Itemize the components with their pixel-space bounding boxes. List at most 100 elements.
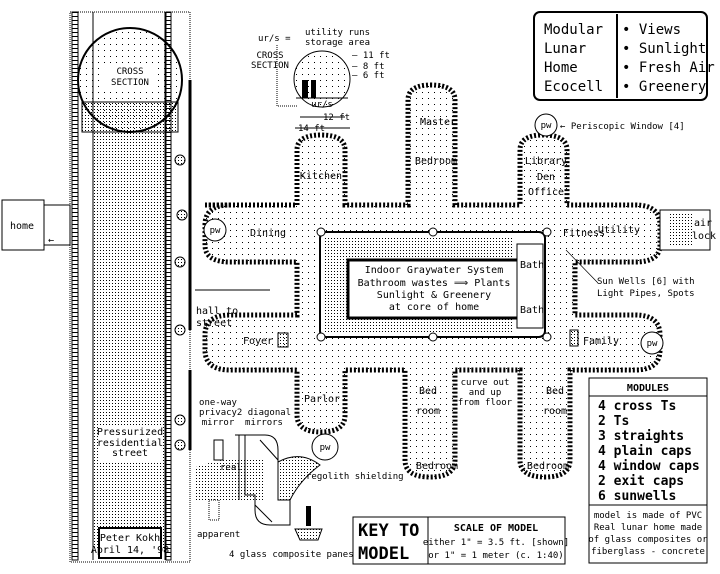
core-text: at core of home (389, 302, 479, 313)
room-library: Library (525, 156, 567, 167)
feature-item: • Sunlight (622, 41, 706, 57)
key-title: KEY TO (358, 521, 419, 541)
panes-label: 4 glass composite panes (229, 550, 354, 560)
street-cross-section-label: SECTION (111, 78, 149, 88)
signature: Peter Kokh (100, 533, 160, 544)
module-item: 4 plain caps (598, 444, 692, 459)
room-bedroom-right: Bedroom (527, 461, 569, 472)
one-way-mirror-label: mirror (202, 418, 235, 428)
hall-label: street (196, 318, 232, 329)
diagonal-mirrors-label: mirrors (245, 418, 283, 428)
room-bed-left: room (416, 406, 440, 417)
room-foyer: Foyer (243, 336, 273, 347)
scale-line: or 1" = 1 meter (c. 1:40) (428, 551, 563, 561)
modules-note: fiberglass - concrete (591, 547, 705, 557)
height-mark: — 8 ft (352, 62, 385, 72)
room-master: Master (420, 117, 456, 128)
title-line: Home (544, 60, 578, 76)
cross-section-title: SECTION (251, 61, 289, 71)
title-line: Modular (544, 22, 603, 38)
key-to-model: KEY TO MODEL SCALE OF MODEL either 1" = … (352, 516, 569, 565)
floor-plan: Indoor Graywater System Bathroom wastes … (195, 82, 716, 480)
width-mark: 14 ft (298, 124, 325, 134)
sunwell-icon (316, 227, 552, 342)
person-icon (213, 439, 224, 461)
room-bed-right: room (543, 406, 567, 417)
regolith-label: regolith shielding (306, 472, 404, 482)
feature-item: • Greenery (622, 79, 706, 95)
one-way-mirror-label: privacy (199, 408, 238, 418)
room-bed-right: Bed (546, 386, 564, 397)
room-bath-bottom: Bath (520, 305, 544, 316)
room-fitness: Fitness (563, 228, 605, 239)
feature-item: • Fresh Air (622, 60, 715, 76)
room-master-bedroom: Bedroom (415, 156, 457, 167)
title-line: Lunar (544, 41, 586, 57)
modules-title: MODULES (627, 383, 669, 394)
core-text: Bathroom wastes ⟹ Plants (358, 278, 511, 289)
signature-date: April 14, '98 (91, 545, 169, 556)
annotations: ← Periscopic Window [4] Sun Wells [6] wi… (458, 122, 695, 408)
svg-text:pw: pw (647, 339, 658, 349)
periscope-diagram: one-way privacy mirror 2 diagonal mirror… (196, 398, 404, 560)
height-mark: — 11 ft (352, 51, 390, 61)
cross-section-title: CROSS (256, 51, 283, 61)
module-item: 2 exit caps (598, 474, 684, 489)
hall-label: hall to (196, 306, 238, 317)
module-item: 4 window caps (598, 459, 700, 474)
width-mark: 12 ft (323, 113, 350, 123)
apparent-label: apparent (197, 530, 240, 540)
module-item: 2 Ts (598, 414, 629, 429)
periscopic-window-icon: pw pw pw pw (203, 113, 664, 461)
svg-text:pw: pw (320, 443, 331, 453)
module-item: 6 sunwells (598, 489, 676, 504)
curve-annotation: from floor (458, 398, 513, 408)
modules-note: model is made of PVC (594, 511, 702, 521)
room-kitchen: Kitchen (300, 171, 342, 182)
person-icon (208, 499, 220, 521)
person-icon (302, 80, 308, 98)
real-label: real (220, 463, 242, 473)
street-label: street (112, 448, 148, 459)
key-title: MODEL (358, 544, 409, 564)
modules-note: of glass composites or (588, 535, 708, 545)
periscope-annotation: ← Periscopic Window [4] (560, 122, 685, 132)
title-box: Modular Lunar Home Ecocell • Views • Sun… (533, 11, 715, 101)
height-mark: — 6 ft (352, 71, 385, 81)
person-icon (311, 80, 316, 98)
floor-label: ur/s (311, 100, 333, 110)
core-text: Sunlight & Greenery (377, 290, 491, 301)
arrow-left-icon: ← (48, 235, 54, 246)
legend-item: utility runs (305, 28, 370, 38)
modules-note: Real lunar home made (594, 523, 702, 533)
room-labels: Kitchen Master Bedroom Library Den Offic… (196, 117, 640, 472)
home-exit: home ← (1, 199, 71, 251)
modules-box: MODULES 4 cross Ts 2 Ts 3 straights 4 pl… (588, 377, 708, 564)
legend-key: ur/s = (258, 34, 291, 44)
home-label: home (10, 221, 34, 232)
room-office: Office (528, 187, 564, 198)
room-parlor: Parlor (304, 394, 340, 405)
svg-text:pw: pw (541, 121, 552, 131)
scale-title: SCALE OF MODEL (454, 523, 538, 534)
room-dining: Dining (250, 228, 286, 239)
room-den: Den (537, 172, 555, 183)
room-airlock: air (694, 218, 712, 229)
module-item: 4 cross Ts (598, 399, 676, 414)
sunwells-annotation: Sun Wells [6] with (597, 277, 695, 287)
room-airlock: lock (692, 231, 716, 242)
title-line: Ecocell (544, 79, 603, 95)
residential-street: CROSS SECTION Pressurized residential st… (69, 11, 192, 563)
core-text: Indoor Graywater System (365, 265, 503, 276)
module-item: 3 straights (598, 429, 684, 444)
street-label: Pressurized (97, 427, 163, 438)
street-label: residential (97, 438, 163, 449)
svg-text:pw: pw (210, 226, 221, 236)
room-utility: Utility (598, 225, 640, 236)
feature-item: • Views (622, 22, 681, 38)
scale-line: either 1" = 3.5 ft. [shown] (423, 538, 569, 548)
room-bed-left: Bed (419, 386, 437, 397)
cross-section-diagram: ur/s = utility runs storage area CROSS S… (251, 28, 390, 134)
room-family: Family (583, 336, 619, 347)
